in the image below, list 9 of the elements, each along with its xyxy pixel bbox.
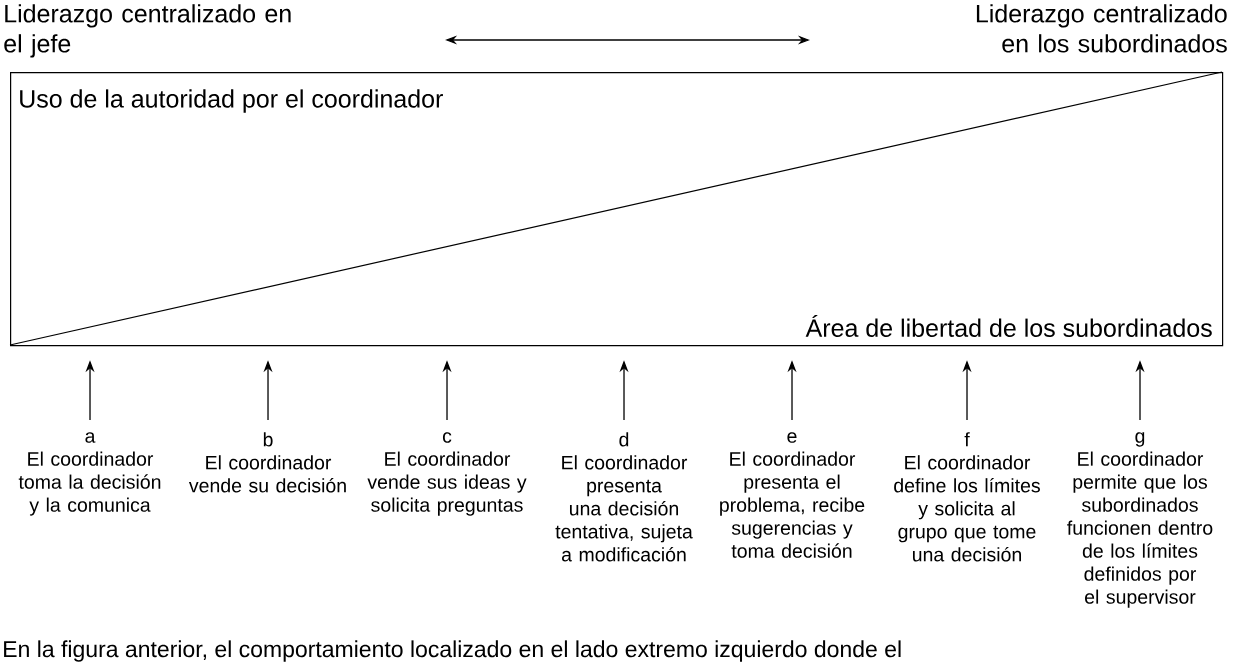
option-text: b El coordinador vende su decisión [188,432,346,493]
option-text: e El coordinador presenta el problema, recibe sugerencias y toma decisión [720,432,865,558]
option-text: c El coordinador vende sus ideas y solicita preguntas [367,432,527,516]
option-text: f El coordinador define los límites y solicita al grupo que tome una decisión [894,432,1040,562]
option-text: a El coordinador toma la decisión y la comunica [18,432,161,516]
scale-box: Uso de la autoridad por el coordinador Área de libertad de los subordinados [9,71,1224,347]
note-text: En la figura anterior, el comportamiento localizado en el lado extremo izquierdo donde el [4,640,901,662]
option-text: d El coordinador presenta una decisión tentativa, sujeta a modificación [555,432,693,562]
option-text: g El coordinador permite que los subordinados funcionen dentro de los límites definidos por el supervisor [1067,432,1213,608]
